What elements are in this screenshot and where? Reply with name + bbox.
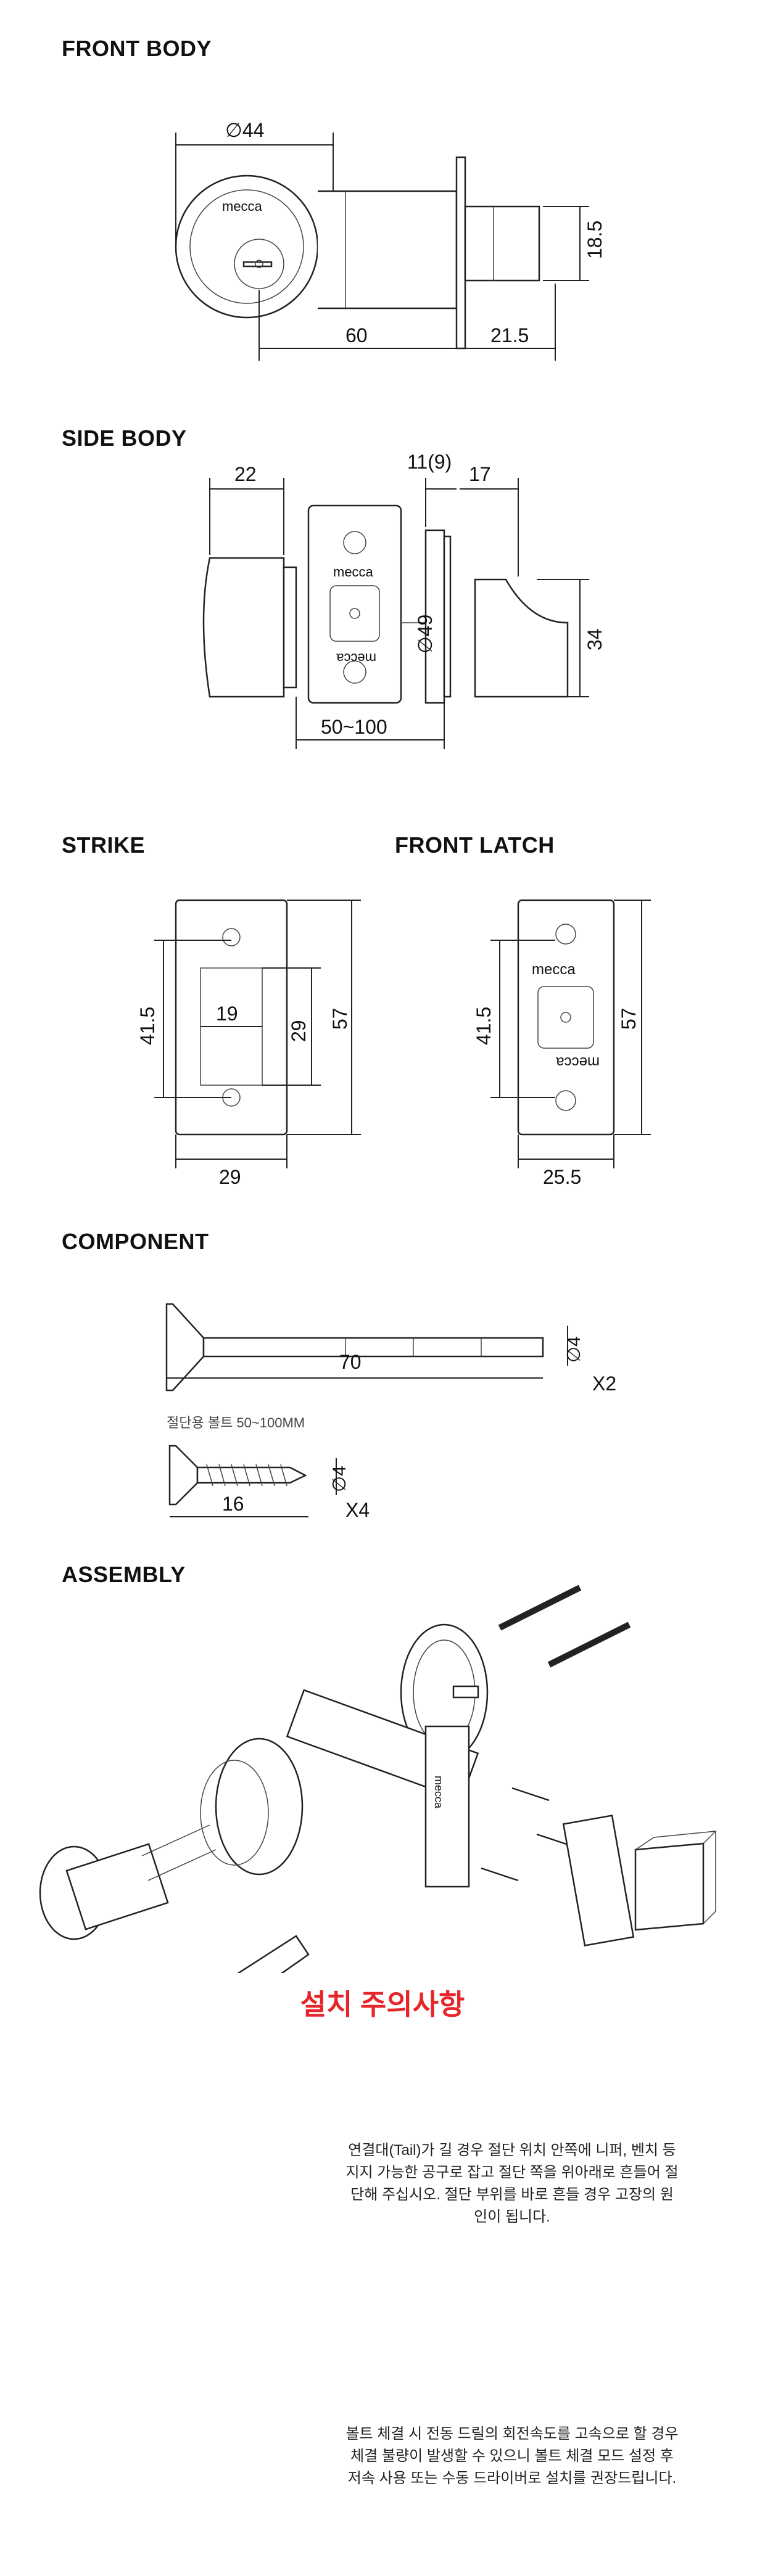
front-ring xyxy=(215,1737,304,1876)
front-body-drawing: mecca ∅44 60 21.5 18.5 xyxy=(175,119,606,361)
side-body-brand-flipped: mecca xyxy=(336,650,376,666)
strike-dim-height-total: 57 xyxy=(329,1007,351,1030)
front-latch-dim-width-total: 25.5 xyxy=(543,1166,581,1188)
component-drawing: 70 ∅4 X2 16 ∅4 X4 xyxy=(165,1303,616,1521)
front-latch-drawing: mecca mecca 41.5 57 25.5 xyxy=(473,899,651,1188)
bolt-dim-diameter: ∅4 xyxy=(564,1336,584,1363)
side-body-dim-thumb: 17 xyxy=(469,463,491,485)
front-body-dim-height: 18.5 xyxy=(584,221,606,259)
screw-qty: X4 xyxy=(345,1499,370,1521)
caution-note-drill: 볼트 체결 시 전동 드릴의 회전속도를 고속으로 할 경우 체결 불량이 발생… xyxy=(345,2426,679,2487)
side-body-drawing: mecca mecca 22 11(9) 17 50~100 ∅49 34 xyxy=(202,451,606,749)
side-body-dim-thumb-height: 34 xyxy=(584,628,606,650)
side-face-plate xyxy=(307,504,402,704)
strike-dim-width-total: 29 xyxy=(219,1166,241,1188)
strike-dim-height-outer: 41.5 xyxy=(136,1007,159,1045)
strike-box xyxy=(634,1842,705,1931)
assembly-strike-plate xyxy=(562,1815,635,1946)
side-body-brand: mecca xyxy=(333,564,374,580)
side-body-dim-gap: 11(9) xyxy=(407,451,452,473)
side-body-title: SIDE BODY xyxy=(62,425,187,451)
strike-drawing: 41.5 19 29 57 29 xyxy=(136,899,361,1188)
front-latch-dim-height-outer: 41.5 xyxy=(473,1007,495,1045)
front-body-dim-diameter: ∅44 xyxy=(225,119,264,141)
side-knob xyxy=(202,557,285,698)
strike-dim-height-inner: 29 xyxy=(287,1020,310,1042)
screw-shaft xyxy=(196,1466,307,1484)
strike-title: STRIKE xyxy=(62,832,146,858)
caution-title: 설치 주의사항 xyxy=(300,1988,465,2020)
long-bolt-shaft xyxy=(202,1337,544,1358)
screw-head xyxy=(168,1445,199,1506)
front-body-title: FRONT BODY xyxy=(62,36,212,61)
bolt-qty: X2 xyxy=(592,1372,616,1395)
body-tube xyxy=(318,190,458,310)
side-body-dim-diameter: ∅49 xyxy=(414,615,436,654)
thumb-turn xyxy=(474,578,569,698)
front-latch-title: FRONT LATCH xyxy=(395,832,555,858)
front-body-brand: mecca xyxy=(222,199,263,214)
front-latch-brand-flipped: mecca xyxy=(556,1054,600,1070)
latch-plate xyxy=(517,899,615,1136)
cylinder-face xyxy=(175,174,319,319)
side-body-dim-backset: 50~100 xyxy=(321,716,387,738)
front-body-dim-length: 60 xyxy=(345,324,368,347)
bolt-dim-length: 70 xyxy=(339,1351,362,1373)
front-latch-brand: mecca xyxy=(532,961,576,978)
screw-dim-diameter: ∅4 xyxy=(329,1466,350,1492)
caution-note-tail: 연결대(Tail)가 길 경우 절단 위치 안쪽에 니퍼, 벤치 등 지지 가능… xyxy=(345,2142,679,2225)
strike-plate xyxy=(175,899,288,1136)
bolt-caption: 절단용 볼트 50~100MM xyxy=(167,1415,305,1430)
technical-drawing: mecca ∅44 60 21.5 18.5 xyxy=(39,119,717,1973)
front-body-dim-depth: 21.5 xyxy=(490,324,529,347)
component-title: COMPONENT xyxy=(62,1229,209,1254)
pliers-illustration xyxy=(237,1935,310,1973)
strike-dim-width-inner: 19 xyxy=(216,1003,238,1025)
screw-dim-length: 16 xyxy=(222,1493,244,1515)
assembly-latch-plate xyxy=(424,1725,470,1888)
front-latch-dim-height-total: 57 xyxy=(618,1007,640,1030)
assembly-brand: mecca xyxy=(432,1776,445,1809)
side-body-dim-knob: 22 xyxy=(234,463,257,485)
assembly-drawing: mecca xyxy=(39,1585,717,1946)
assembly-title: ASSEMBLY xyxy=(62,1562,186,1587)
